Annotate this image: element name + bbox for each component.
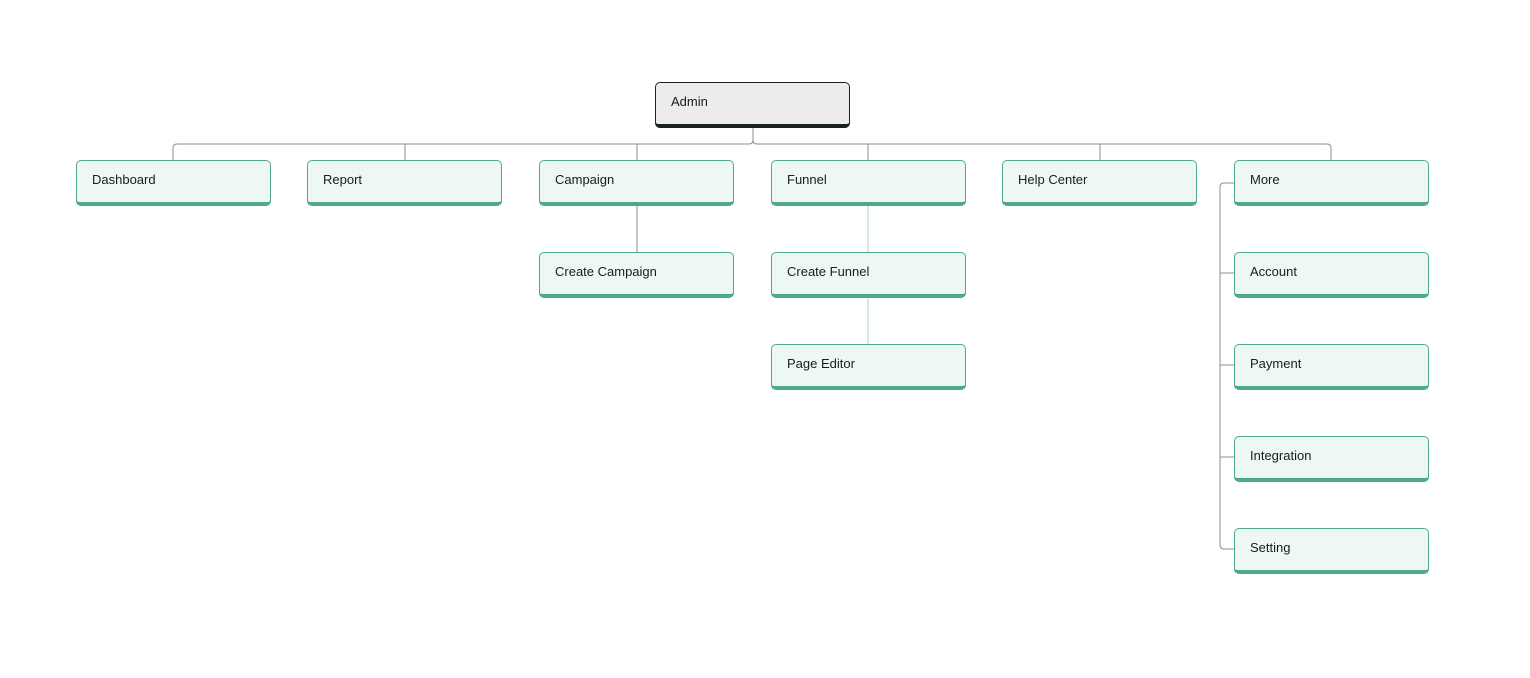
connector-more-rail [1219, 182, 1234, 550]
node-payment[interactable]: Payment [1234, 344, 1429, 390]
node-label: Admin [671, 94, 708, 109]
node-label: Setting [1250, 540, 1291, 555]
node-account[interactable]: Account [1234, 252, 1429, 298]
node-dashboard[interactable]: Dashboard [76, 160, 271, 206]
node-more[interactable]: More [1234, 160, 1429, 206]
node-label: Dashboard [92, 172, 156, 187]
node-setting[interactable]: Setting [1234, 528, 1429, 574]
node-label: Help Center [1018, 172, 1088, 187]
node-integration[interactable]: Integration [1234, 436, 1429, 482]
connector-root-bus [172, 126, 754, 160]
node-campaign[interactable]: Campaign [539, 160, 734, 206]
node-label: Create Campaign [555, 264, 657, 279]
connector-bus-right [752, 139, 1332, 160]
node-label: Campaign [555, 172, 615, 187]
node-label: Integration [1250, 448, 1312, 463]
node-create-funnel[interactable]: Create Funnel [771, 252, 966, 298]
node-label: Account [1250, 264, 1297, 279]
node-funnel[interactable]: Funnel [771, 160, 966, 206]
node-label: Page Editor [787, 356, 855, 371]
node-label: More [1250, 172, 1280, 187]
node-page-editor[interactable]: Page Editor [771, 344, 966, 390]
node-label: Report [323, 172, 363, 187]
node-label: Payment [1250, 356, 1302, 371]
node-report[interactable]: Report [307, 160, 502, 206]
node-admin[interactable]: Admin [655, 82, 850, 128]
node-create-campaign[interactable]: Create Campaign [539, 252, 734, 298]
node-label: Funnel [787, 172, 827, 187]
node-help-center[interactable]: Help Center [1002, 160, 1197, 206]
node-label: Create Funnel [787, 264, 870, 279]
